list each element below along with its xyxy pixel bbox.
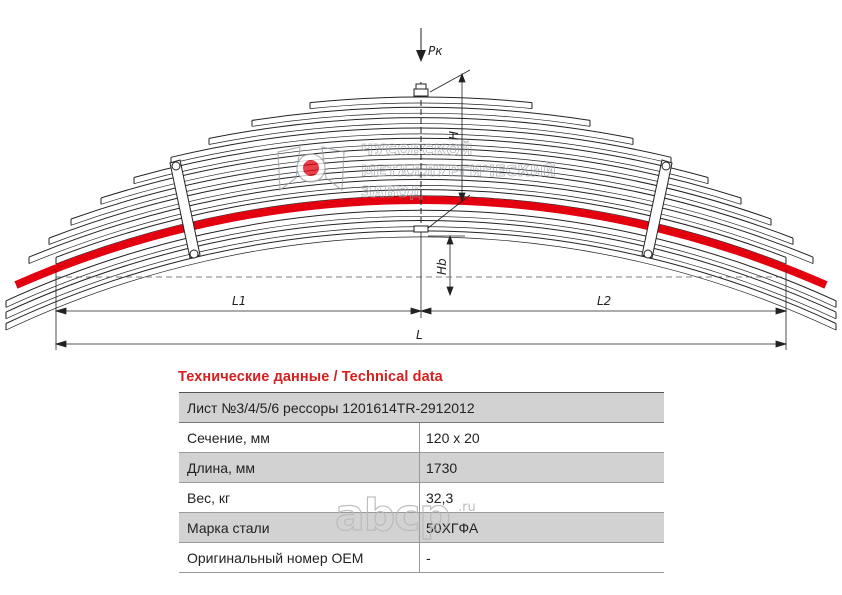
spring-leaf-inner-edge: [170, 133, 672, 164]
spring-leaf: [208, 117, 634, 139]
spring-leaf: [251, 106, 591, 121]
watermark-line-1: ЧУСОВСКОЙ: [361, 140, 473, 159]
spring-leaf: [55, 189, 787, 258]
spec-label: Марка стали: [179, 512, 420, 543]
l1-label: L1: [232, 294, 246, 308]
spec-header: Лист №3/4/5/6 рессоры 1201614TR-2912012: [179, 392, 664, 423]
center-bolt: [413, 82, 429, 233]
load-arrow: Pк: [416, 28, 443, 62]
spec-title: Технические данные / Technical data: [178, 369, 443, 385]
spec-label: Длина, мм: [179, 452, 420, 483]
spec-value: 120 x 20: [419, 422, 664, 453]
spring-leaf-inner-edge: [5, 216, 837, 308]
spring-leaf-inner-edge: [133, 143, 709, 185]
l-dimension: [54, 318, 788, 350]
height-dimension: [427, 69, 471, 229]
spec-value: 32,3: [419, 482, 664, 513]
spec-row: Вес, кг 32,3: [179, 482, 664, 513]
l-label: L: [416, 328, 423, 342]
abcp-logo-suffix: .ru: [458, 500, 476, 515]
load-label: Pк: [428, 44, 443, 58]
spec-value: 1730: [419, 452, 664, 483]
factory-logo-icon: [277, 146, 345, 192]
spec-label: Оригинальный номер OEM: [179, 542, 420, 573]
spring-leaf: [28, 178, 814, 258]
spec-row: Оригинальный номер OEM -: [179, 542, 664, 573]
spec-value: 50ХГФА: [419, 512, 664, 543]
watermark-line-3: ЗАВОД: [361, 183, 423, 201]
factory-watermark: ЧУСОВСКОЙ МЕТАЛЛУРГИЧЕСКИЙ ЗАВОД: [277, 140, 556, 201]
spec-label: Сечение, мм: [179, 422, 420, 453]
spec-label: Вес, кг: [179, 482, 420, 513]
hb-dimension: [428, 234, 465, 297]
spec-value: -: [419, 542, 664, 573]
height-label: H: [447, 131, 461, 140]
spec-row: Сечение, мм 120 x 20: [179, 422, 664, 453]
spring-leaf: [309, 96, 533, 104]
l2-label: L2: [597, 294, 611, 308]
left-clamp: [169, 159, 201, 259]
spring-leaf: [48, 168, 794, 239]
right-clamp: [641, 159, 673, 259]
l1-l2-dimension: [54, 232, 788, 318]
spec-header-row: Лист №3/4/5/6 рессоры 1201614TR-2912012: [179, 392, 664, 423]
spec-row: Марка стали 50ХГФА: [179, 512, 664, 543]
abcp-logo: abcp: [334, 489, 451, 541]
hb-label: Hb: [435, 258, 449, 275]
watermark-line-2: МЕТАЛЛУРГИЧЕСКИЙ: [361, 161, 556, 180]
spec-table: Лист №3/4/5/6 рессоры 1201614TR-2912012 …: [179, 392, 664, 573]
leaf-spring-drawing: ЧУСОВСКОЙ МЕТАЛЛУРГИЧЕСКИЙ ЗАВОД Pк H: [5, 28, 837, 350]
spec-row: Длина, мм 1730: [179, 452, 664, 483]
